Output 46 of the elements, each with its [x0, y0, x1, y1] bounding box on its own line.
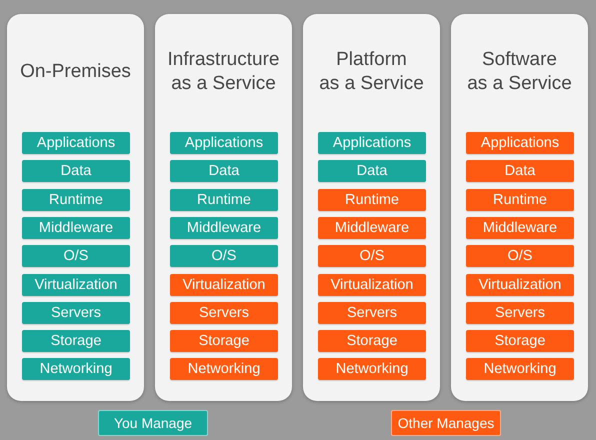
- service-column: [303, 14, 440, 401]
- stack-layer: Servers: [170, 302, 278, 324]
- stack-layer: Data: [318, 160, 426, 182]
- stack-layer: Applications: [170, 132, 278, 154]
- stack-layer: Data: [22, 160, 130, 182]
- stack-layer: Runtime: [318, 188, 426, 211]
- column-heading: Software as a Service: [467, 48, 572, 96]
- stack-layer: O/S: [22, 245, 130, 268]
- stack-layer: Networking: [22, 358, 130, 380]
- legend-label: Other Manages: [398, 415, 494, 431]
- stack-layer: Runtime: [170, 188, 278, 211]
- column-heading: Platform as a Service: [319, 48, 424, 96]
- stack-layer: Servers: [22, 302, 130, 324]
- stack-layer: Data: [466, 160, 574, 182]
- stack-layer: Storage: [318, 330, 426, 352]
- stack-layer: Middleware: [318, 216, 426, 239]
- stack-layer: Servers: [318, 302, 426, 324]
- stack-layer: Runtime: [22, 188, 130, 211]
- stack-layer: Networking: [318, 358, 426, 380]
- stack-layer: O/S: [466, 245, 574, 268]
- stack-layer: O/S: [318, 245, 426, 268]
- column-heading: On-Premises: [20, 60, 131, 84]
- stack-layer: Applications: [318, 132, 426, 154]
- stack-layer: Middleware: [22, 216, 130, 239]
- stack-layer: Runtime: [466, 188, 574, 211]
- stack-layer: Middleware: [466, 216, 574, 239]
- stack-layer: Servers: [466, 302, 574, 324]
- stack-layer: O/S: [170, 245, 278, 268]
- stack-layer: Virtualization: [466, 274, 574, 296]
- stack-layer: Storage: [466, 330, 574, 352]
- stack-layer: Data: [170, 160, 278, 182]
- service-column: [155, 14, 292, 401]
- stack-layer: Applications: [466, 132, 574, 154]
- stack-layer: Storage: [170, 330, 278, 352]
- stack-layer: Middleware: [170, 216, 278, 239]
- service-column: [451, 14, 588, 401]
- stack-layer: Storage: [22, 330, 130, 352]
- stack-layer: Virtualization: [22, 274, 130, 296]
- stack-layer: Networking: [170, 358, 278, 380]
- stack-layer: Virtualization: [170, 274, 278, 296]
- legend-label: You Manage: [114, 415, 192, 431]
- column-heading: Infrastructure as a Service: [168, 48, 280, 96]
- stack-layer: Applications: [22, 132, 130, 154]
- service-column: [7, 14, 144, 401]
- stack-layer: Networking: [466, 358, 574, 380]
- stack-layer: Virtualization: [318, 274, 426, 296]
